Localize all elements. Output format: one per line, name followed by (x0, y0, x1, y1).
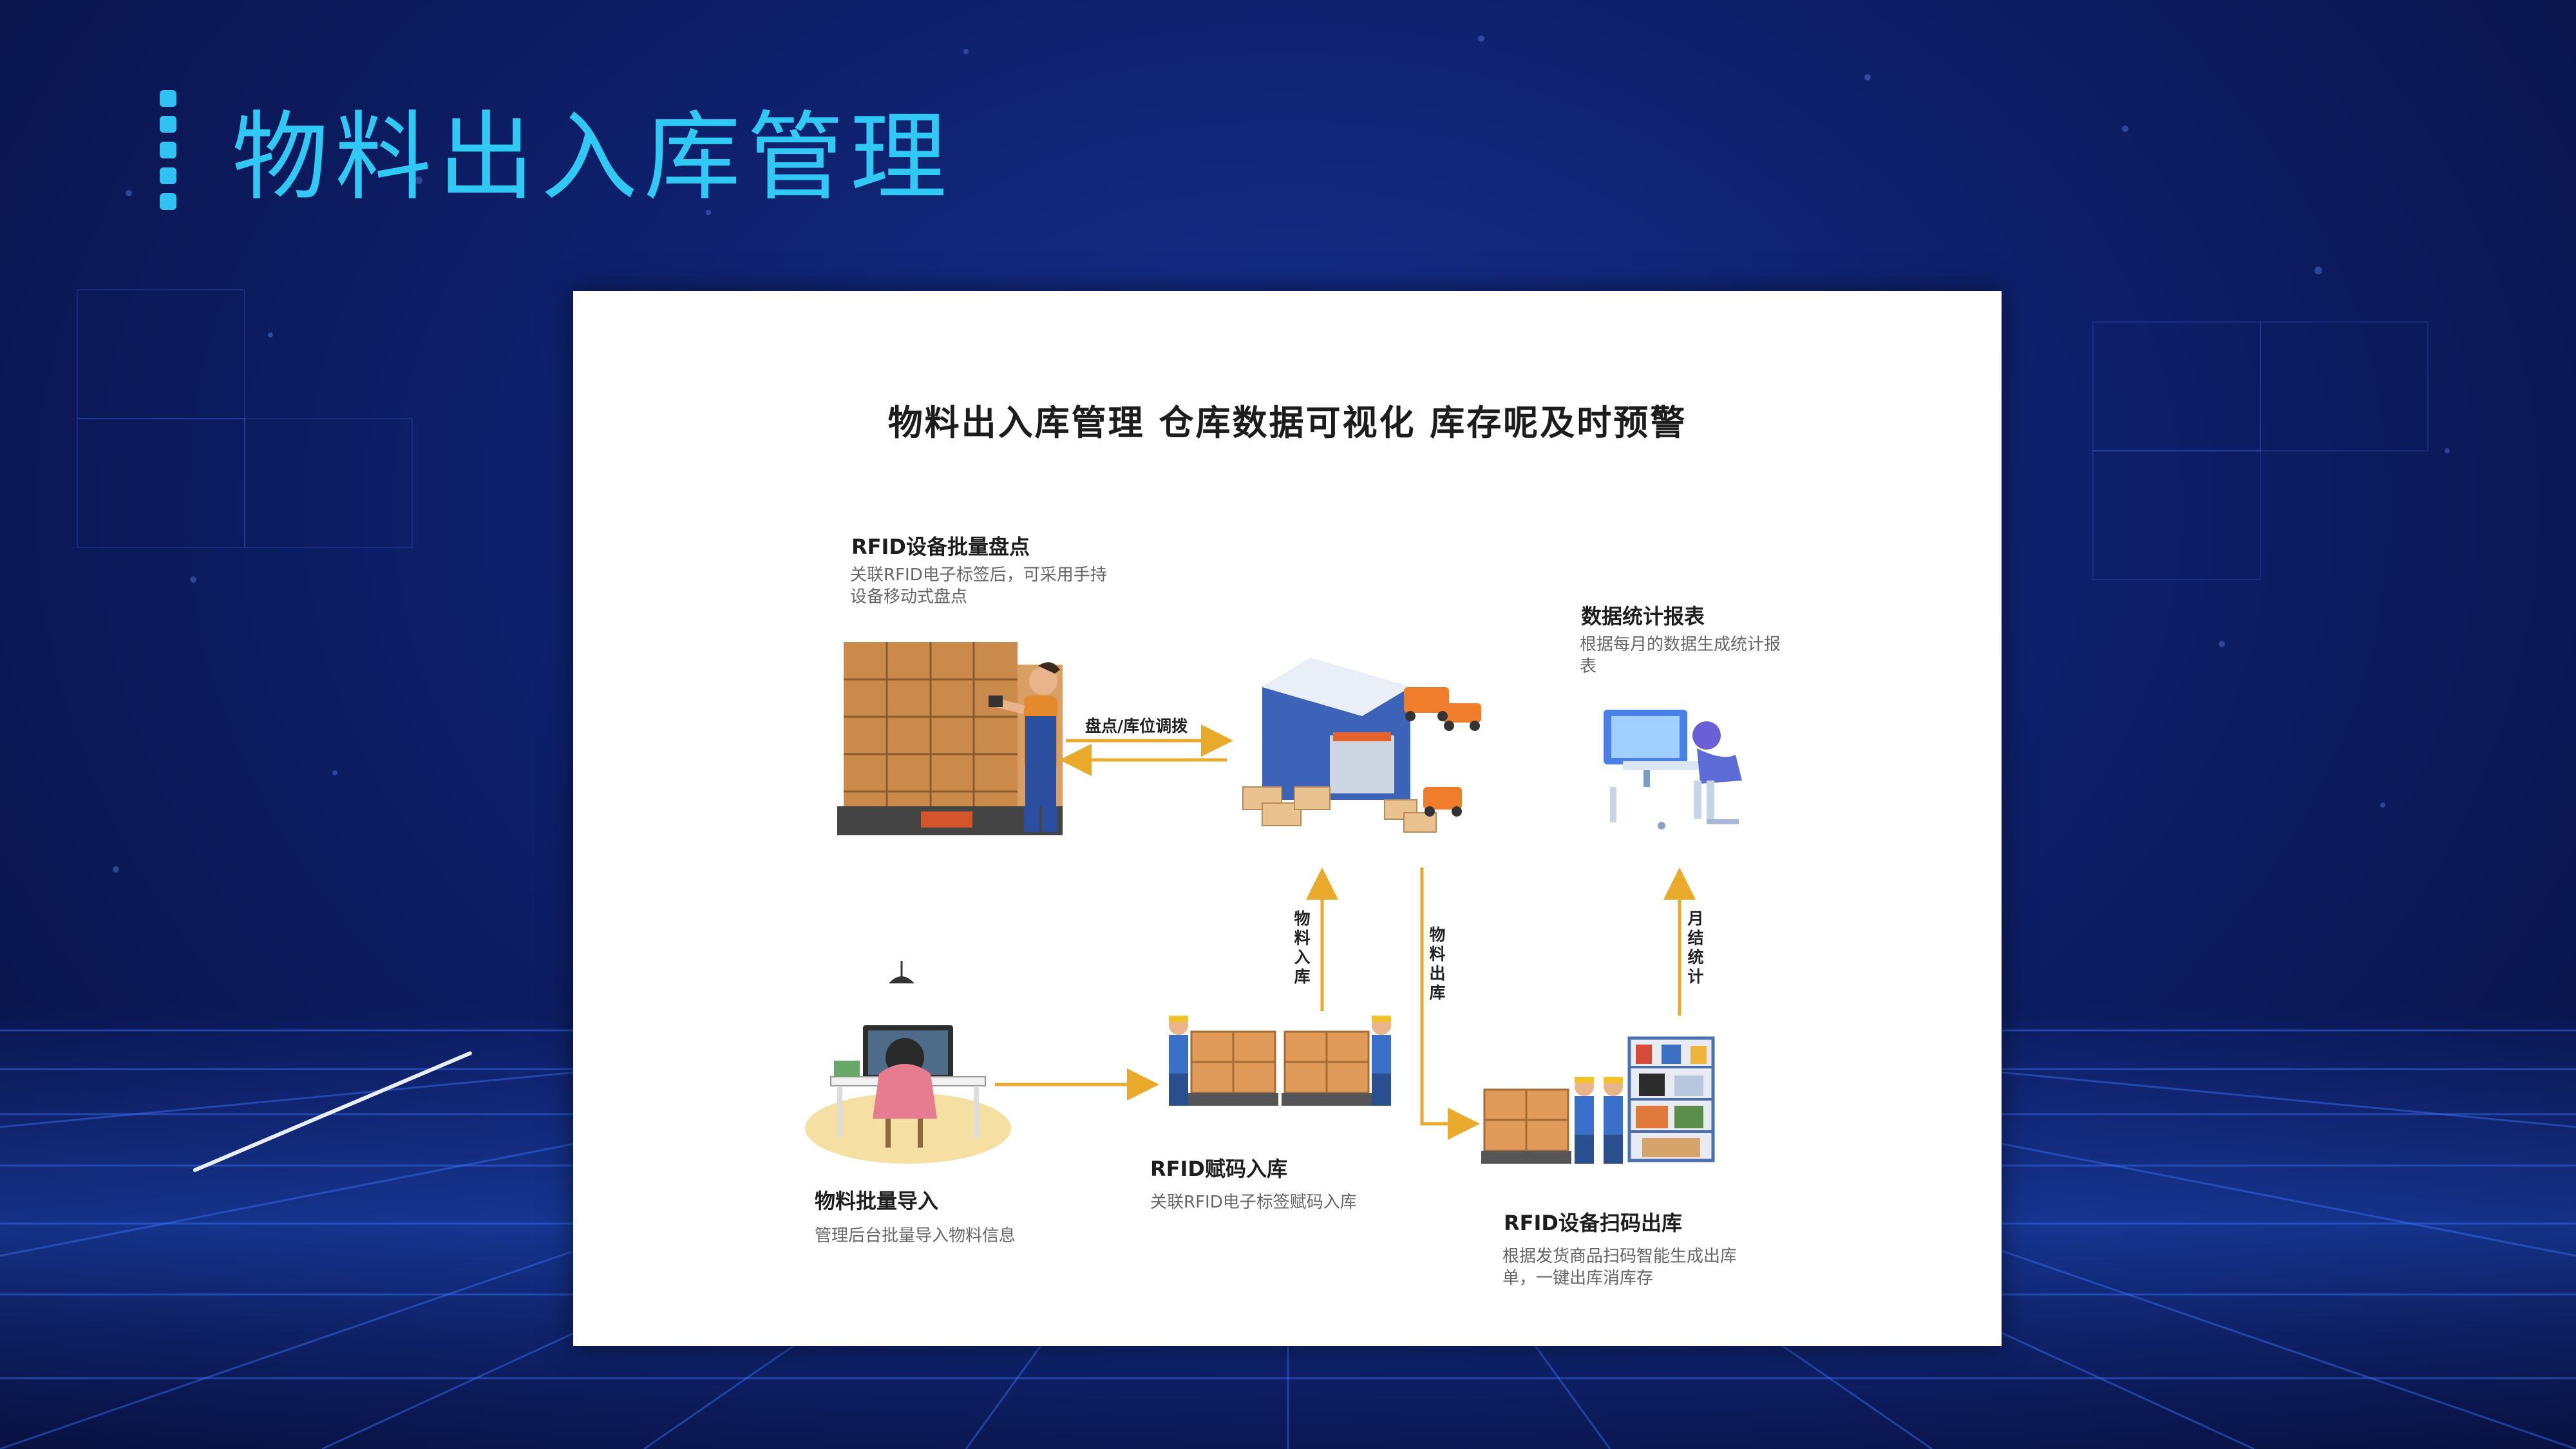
rfid-inventory-title: RFID设备批量盘点 (851, 535, 1030, 559)
batch-import-title: 物料批量导入 (815, 1189, 939, 1213)
report-desc-2: 表 (1580, 657, 1597, 676)
rfid-inbound-illustration (1169, 1016, 1391, 1106)
rfid-inventory-desc-2: 设备移动式盘点 (850, 587, 968, 607)
warehouse-illustration (1242, 658, 1481, 833)
slide-title: 物料出入库管理 (232, 102, 954, 214)
edge-label-inbound: 物料入库 (1294, 909, 1311, 986)
edge-label-monthly-stats: 月结统计 (1687, 909, 1704, 986)
edge-label-inventory-transfer: 盘点/库位调拨 (1085, 717, 1188, 735)
diagram-title: 物料出入库管理 仓库数据可视化 库存呢及时预警 (887, 402, 1687, 443)
batch-import-desc-1: 管理后台批量导入物料信息 (815, 1226, 1016, 1245)
report-title: 数据统计报表 (1581, 604, 1705, 629)
flow-diagram-graphics (805, 642, 1742, 1164)
rfid-inbound-desc-1: 关联RFID电子标签赋码入库 (1150, 1193, 1357, 1212)
edge-label-outbound: 物料出库 (1429, 925, 1446, 1002)
rfid-outbound-desc-2: 单，一键出库消库存 (1502, 1269, 1654, 1288)
rfid-outbound-title: RFID设备扫码出库 (1504, 1211, 1682, 1235)
rfid-outbound-desc-1: 根据发货商品扫码智能生成出库 (1502, 1247, 1738, 1266)
arrow-warehouse-to-outbound (1420, 867, 1480, 1140)
diagram-card: 物料出入库管理 仓库数据可视化 库存呢及时预警 RFID设备批量盘点 关联RFI… (573, 291, 2002, 1346)
report-illustration (1604, 710, 1742, 829)
report-desc-1: 根据每月的数据生成统计报 (1580, 635, 1781, 654)
rfid-inventory-desc-1: 关联RFID电子标签后，可采用手持 (850, 565, 1107, 585)
title-accent-bar (160, 90, 176, 216)
rfid-inbound-title: RFID赋码入库 (1150, 1157, 1287, 1181)
batch-import-illustration (805, 961, 1011, 1164)
rfid-outbound-illustration (1481, 1036, 1715, 1164)
rfid-inventory-illustration (837, 642, 1063, 835)
